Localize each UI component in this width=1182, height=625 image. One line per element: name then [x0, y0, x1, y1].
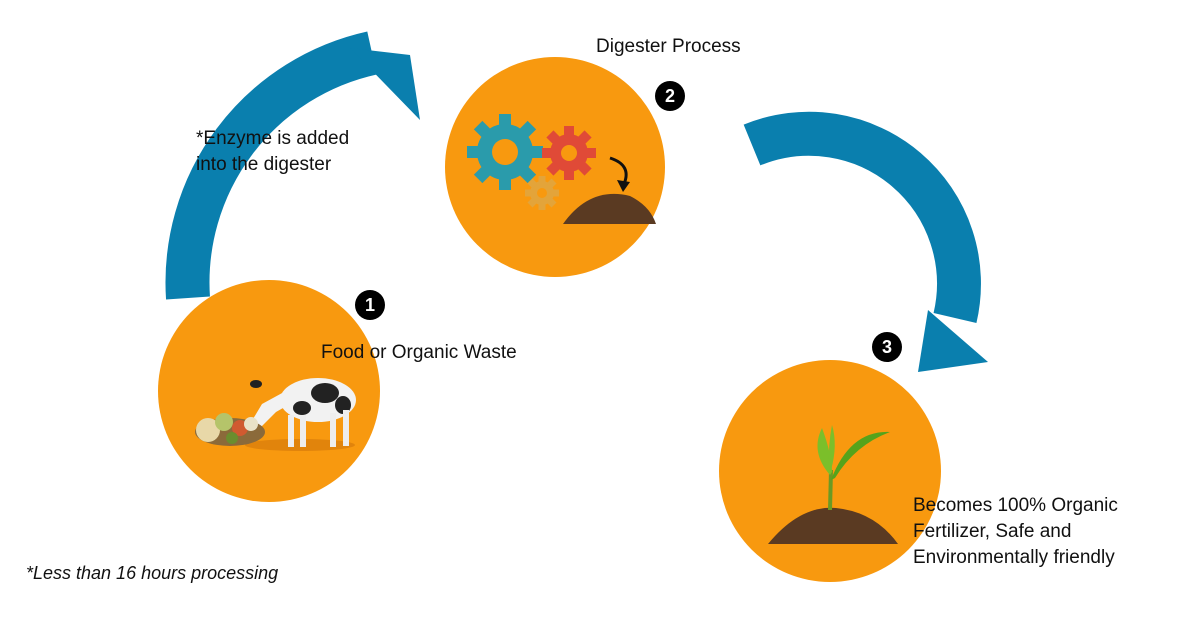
- arrow-1-to-2: [165, 31, 420, 300]
- step-1-number-badge: 1: [355, 290, 385, 320]
- processing-time-footnote: *Less than 16 hours processing: [26, 563, 279, 583]
- curved-arrow-icon: [609, 156, 630, 192]
- gear-icon: [467, 114, 596, 210]
- step-2-label: Digester Process: [596, 36, 741, 57]
- soil-icon: [563, 193, 656, 224]
- step-2-number-badge: 2: [655, 81, 685, 111]
- step-1-label: Food or Organic Waste: [321, 342, 517, 363]
- seedling-icon: [768, 425, 898, 544]
- enzyme-annotation: *Enzyme is added into the digester: [196, 128, 350, 175]
- food-waste-icon: [195, 413, 265, 446]
- step-3-number-badge: 3: [872, 332, 902, 362]
- step-3-label: Becomes 100% Organic Fertilizer, Safe an…: [913, 495, 1118, 568]
- cow-icon: [245, 378, 356, 451]
- arrow-2-to-3: [743, 111, 988, 372]
